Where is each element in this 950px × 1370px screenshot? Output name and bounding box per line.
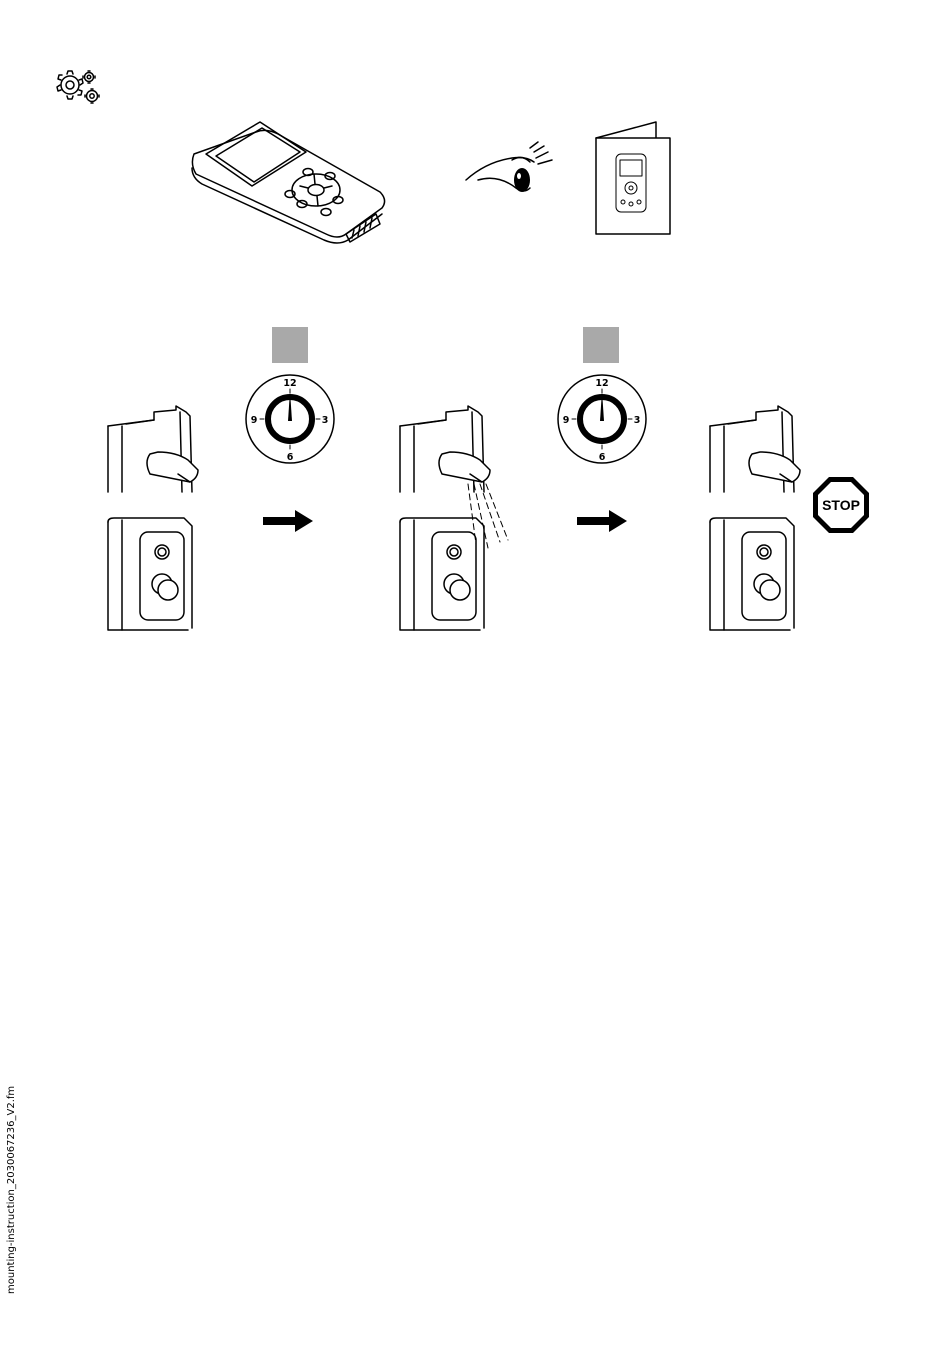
eye-icon: [464, 140, 556, 198]
clock-label-6: 6: [287, 452, 294, 463]
arrow-right-icon: [577, 510, 629, 532]
sensor-unit-step-1: [104, 404, 204, 636]
clock-dial-1: 12 3 6 9: [244, 373, 336, 465]
stop-sign-icon: STOP: [812, 476, 870, 534]
clock-dial-2: 12 3 6 9: [556, 373, 648, 465]
gray-marker-2: [583, 327, 619, 363]
arrow-right-icon: [263, 510, 315, 532]
clock-label-9: 9: [563, 415, 570, 426]
clock-label-12: 12: [283, 378, 296, 389]
manual-booklet-icon: [594, 120, 672, 238]
handheld-device-icon: [186, 112, 386, 252]
clock-label-3: 3: [322, 415, 329, 426]
clock-label-9: 9: [251, 415, 258, 426]
sensor-unit-step-3: [706, 404, 806, 636]
clock-label-12: 12: [595, 378, 608, 389]
clock-label-6: 6: [599, 452, 606, 463]
footer-filename: mounting-instruction_2030067236_V2.fm: [6, 1086, 17, 1294]
clock-label-3: 3: [634, 415, 641, 426]
stop-label: STOP: [822, 497, 860, 513]
spray-lines: [468, 484, 508, 548]
gears-icon: [52, 68, 108, 110]
gray-marker-1: [272, 327, 308, 363]
sensor-unit-step-2: [396, 404, 516, 636]
